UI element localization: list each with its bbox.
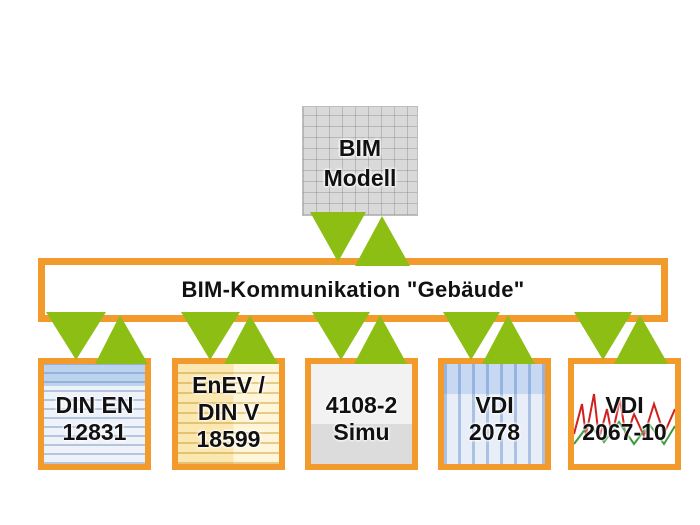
- up-arrow-icon: [354, 315, 407, 364]
- bim-communication-bar: BIM-Kommunikation "Gebäude": [38, 258, 668, 322]
- tool-label-vdi-2067-10: VDI 2067-10: [582, 392, 667, 445]
- up-arrow-icon: [482, 315, 535, 364]
- down-arrow-icon: [46, 312, 106, 360]
- down-arrow-icon: [574, 312, 632, 360]
- bim-model-label: BIM Modell: [323, 135, 397, 191]
- tool-label-enev-din-v-18599: EnEV / DIN V 18599: [192, 372, 265, 452]
- vdi-2067-10-chart-decor: [574, 393, 675, 446]
- tool-label-din-en-12831: DIN EN 12831: [55, 392, 134, 445]
- bim-model-tile: BIM Modell: [302, 106, 418, 216]
- up-arrow-icon: [355, 216, 410, 266]
- down-arrow-icon: [310, 212, 366, 262]
- tool-box-enev-din-v-18599: EnEV / DIN V 18599: [172, 358, 285, 470]
- tool-label-4108-2-simu: 4108-2 Simu: [325, 392, 398, 445]
- up-arrow-icon: [95, 315, 148, 364]
- down-arrow-icon: [443, 312, 500, 360]
- tool-box-din-en-12831: DIN EN 12831: [38, 358, 151, 470]
- down-arrow-icon: [181, 312, 240, 360]
- bim-communication-label: BIM-Kommunikation "Gebäude": [181, 277, 525, 302]
- tool-label-vdi-2078: VDI 2078: [468, 392, 521, 445]
- down-arrow-icon: [312, 312, 370, 360]
- up-arrow-icon: [224, 315, 278, 364]
- up-arrow-icon: [614, 315, 668, 364]
